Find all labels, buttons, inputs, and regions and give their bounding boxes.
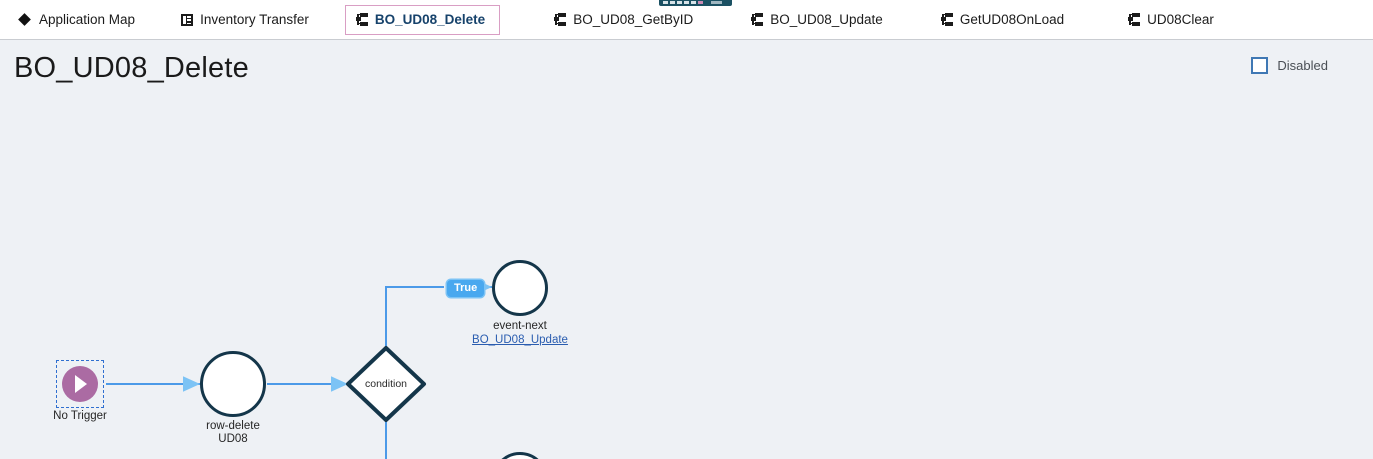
node-condition-shape[interactable] xyxy=(346,346,426,422)
workflow-canvas[interactable]: No Trigger row-delete UD08 condition Tru… xyxy=(0,102,1373,459)
tab-label: GetUD08OnLoad xyxy=(959,11,1065,27)
disabled-checkbox[interactable] xyxy=(1251,57,1269,74)
edge-condition-false xyxy=(385,419,387,459)
sitemap-icon xyxy=(940,12,954,27)
node-row-delete-sub: UD08 xyxy=(218,433,248,445)
tab-application-map[interactable]: Application Map xyxy=(10,6,149,34)
sitemap-icon xyxy=(355,12,369,27)
sitemap-icon xyxy=(751,12,764,27)
header-bar: BO_UD08_Delete Disabled xyxy=(0,40,1373,102)
tab-label: Inventory Transfer xyxy=(200,11,309,27)
layers-icon xyxy=(20,13,33,27)
connector-layer xyxy=(106,267,537,459)
tab-label: BO_UD08_Delete xyxy=(374,11,486,27)
node-condition[interactable]: condition xyxy=(348,348,424,420)
tab-bo-ud08-getbyid[interactable]: BO_UD08_GetByID xyxy=(544,6,707,34)
tab-label: BO_UD08_GetByID xyxy=(573,11,694,27)
sitemap-icon xyxy=(1128,12,1141,27)
node-event-next[interactable] xyxy=(492,260,548,316)
disabled-toggle[interactable]: Disabled xyxy=(1251,57,1328,74)
node-trigger-label: No Trigger xyxy=(53,410,107,422)
tab-getud08onload[interactable]: GetUD08OnLoad xyxy=(931,6,1078,34)
node-condition-label: condition xyxy=(364,378,408,390)
sitemap-icon xyxy=(554,12,567,27)
tab-bo-ud08-delete[interactable]: BO_UD08_Delete xyxy=(344,4,501,45)
tab-bar: Application Map Inventory Transfer BO_UD… xyxy=(0,0,1373,45)
edge-condition-true xyxy=(385,286,444,349)
node-event-next-link[interactable]: BO_UD08_Update xyxy=(472,334,568,346)
list-icon xyxy=(181,13,194,27)
tab-bo-ud08-update[interactable]: BO_UD08_Update xyxy=(741,6,897,34)
node-trigger-selection[interactable] xyxy=(56,360,104,408)
tab-inventory-transfer[interactable]: Inventory Transfer xyxy=(171,6,323,34)
page-title: BO_UD08_Delete xyxy=(14,52,249,84)
tab-label: BO_UD08_Update xyxy=(770,11,883,27)
edge-label-true: True xyxy=(447,280,485,297)
node-row-delete-label: row-delete xyxy=(206,420,260,432)
disabled-label: Disabled xyxy=(1277,58,1328,73)
node-row-delete[interactable] xyxy=(200,351,266,417)
tab-label: UD08Clear xyxy=(1147,11,1214,27)
node-event-next-label: event-next xyxy=(493,320,547,332)
partial-tooltip-badge xyxy=(659,0,732,6)
node-trigger[interactable] xyxy=(62,366,98,402)
tab-ud08clear[interactable]: UD08Clear xyxy=(1118,6,1228,34)
tab-label: Application Map xyxy=(39,11,136,27)
